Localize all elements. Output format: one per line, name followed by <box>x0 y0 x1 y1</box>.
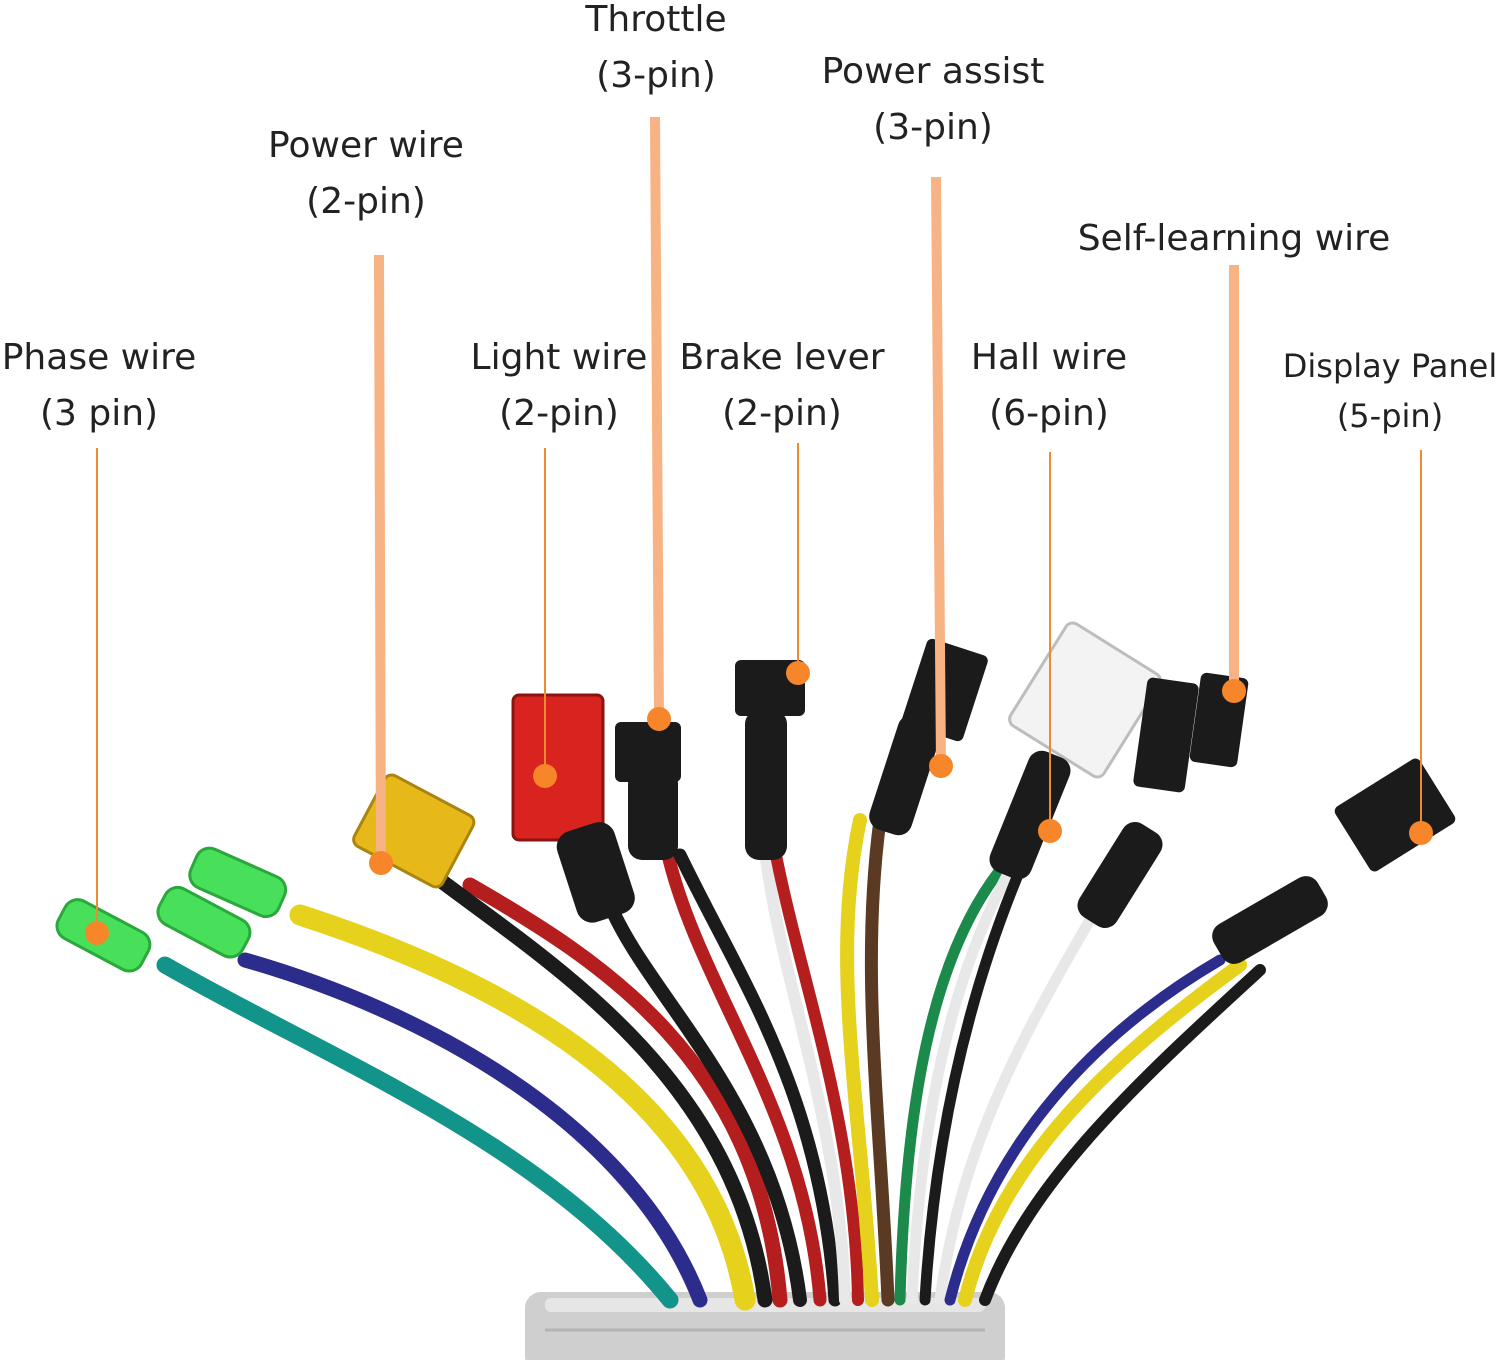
label-light-wire-pins: (2-pin) <box>499 392 619 434</box>
display-connector <box>1212 758 1456 964</box>
label-hall-wire-name: Hall wire <box>970 337 1128 378</box>
wire-hall-green <box>894 864 1006 1306</box>
label-self-learning-wire: Self-learning wire <box>1078 211 1391 267</box>
wire-hall-white <box>906 864 1016 1306</box>
label-brake-lever: Brake lever (2-pin) <box>679 330 884 442</box>
marker-display-panel <box>1409 821 1433 845</box>
wire-throttle-black <box>673 848 842 1307</box>
label-display-panel-pins: (5-pin) <box>1336 396 1444 435</box>
marker-phase-wire <box>85 921 109 945</box>
label-hall-wire-pins: (6-pin) <box>989 392 1109 434</box>
brake-connector <box>735 660 805 860</box>
label-light-wire-name: Light wire <box>470 337 648 378</box>
wire-assist-yellow <box>840 813 879 1307</box>
label-phase-wire: Phase wire (3 pin) <box>2 330 197 442</box>
label-brake-lever-pins: (2-pin) <box>722 392 842 434</box>
markers <box>85 661 1433 945</box>
label-power-wire-pins: (2-pin) <box>306 180 426 222</box>
wire-power-black <box>432 872 773 1308</box>
marker-light-wire <box>533 764 557 788</box>
leader-power-assist <box>931 176 946 766</box>
marker-self-learning <box>1222 679 1246 703</box>
label-throttle-pins: (3-pin) <box>596 54 716 96</box>
wire-brake-red <box>769 844 864 1306</box>
label-hall-wire: Hall wire (6-pin) <box>971 330 1127 442</box>
label-display-panel: Display Panel (5-pin) <box>1283 342 1497 441</box>
label-power-assist-name: Power assist <box>821 51 1045 92</box>
wire-teal <box>156 956 679 1309</box>
power-connector <box>352 773 476 889</box>
marker-hall-wire <box>1038 819 1062 843</box>
throttle-connector <box>615 722 681 860</box>
wire-power-red <box>462 877 788 1308</box>
wire-hall-black <box>919 864 1026 1306</box>
label-self-learning-wire-name: Self-learning wire <box>1077 218 1391 259</box>
wire-assist-brown <box>864 813 895 1307</box>
label-phase-wire-name: Phase wire <box>1 337 197 378</box>
label-power-assist-pins: (3-pin) <box>873 106 993 148</box>
wire-throttle-red <box>661 848 827 1307</box>
wire-selflearn-white <box>934 914 1096 1306</box>
leader-power-wire <box>374 254 386 863</box>
leader-lines <box>96 116 1422 932</box>
label-phase-wire-pins: (3 pin) <box>39 392 159 434</box>
marker-power-wire <box>369 851 393 875</box>
label-power-wire-name: Power wire <box>268 125 464 166</box>
label-light-wire: Light wire (2-pin) <box>471 330 648 442</box>
wire-display-black <box>979 964 1266 1306</box>
label-brake-lever-name: Brake lever <box>679 337 885 378</box>
wire-display-navy <box>944 954 1226 1306</box>
marker-power-assist <box>929 754 953 778</box>
leader-throttle <box>650 116 664 719</box>
assist-connector <box>869 638 988 836</box>
label-power-assist: Power assist (3-pin) <box>822 44 1045 156</box>
label-throttle-name: Throttle <box>585 0 727 40</box>
light-connector <box>511 693 635 923</box>
label-throttle: Throttle (3-pin) <box>585 0 726 104</box>
wire-light-black <box>603 898 807 1307</box>
wire-display-yellow <box>958 958 1247 1307</box>
wire-navy <box>237 952 708 1308</box>
marker-brake-lever <box>786 661 810 685</box>
wire-yellow-phase <box>289 904 756 1311</box>
wire-bundle <box>156 813 1266 1311</box>
label-power-wire: Power wire (2-pin) <box>268 118 464 230</box>
marker-throttle <box>647 707 671 731</box>
wire-brake-white <box>759 844 851 1306</box>
label-display-panel-name: Display Panel <box>1282 347 1498 385</box>
